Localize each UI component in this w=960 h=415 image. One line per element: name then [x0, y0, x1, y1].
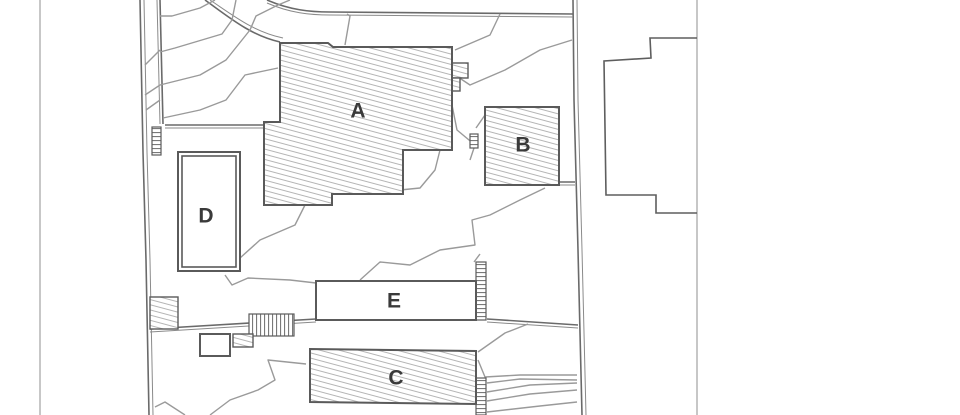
- stairs-e-east: [475, 261, 487, 321]
- stairs-c-east: [475, 377, 487, 415]
- building-a-label: A: [350, 100, 365, 123]
- small-structure-outline: [199, 333, 231, 357]
- building-e-label: E: [387, 290, 401, 313]
- building-b-label: B: [515, 134, 530, 157]
- building-e[interactable]: E: [315, 280, 477, 321]
- building-d-label: D: [198, 205, 213, 228]
- building-b[interactable]: B: [484, 106, 560, 186]
- annex-southwest: [149, 296, 179, 330]
- neighbor-building-outline: [603, 37, 697, 214]
- annex-a-east-small: [451, 77, 461, 92]
- annex-a-east: [451, 62, 469, 79]
- building-a[interactable]: A: [263, 42, 453, 206]
- contour-lines: [144, 0, 578, 415]
- building-d[interactable]: D: [177, 151, 241, 272]
- building-c-label: C: [388, 367, 403, 390]
- stairs-a-b: [469, 133, 479, 149]
- stairs-west-upper: [151, 126, 162, 156]
- building-c[interactable]: C: [309, 347, 477, 406]
- small-structure-hatched: [232, 333, 254, 348]
- stairs-lower-terrace: [248, 313, 295, 337]
